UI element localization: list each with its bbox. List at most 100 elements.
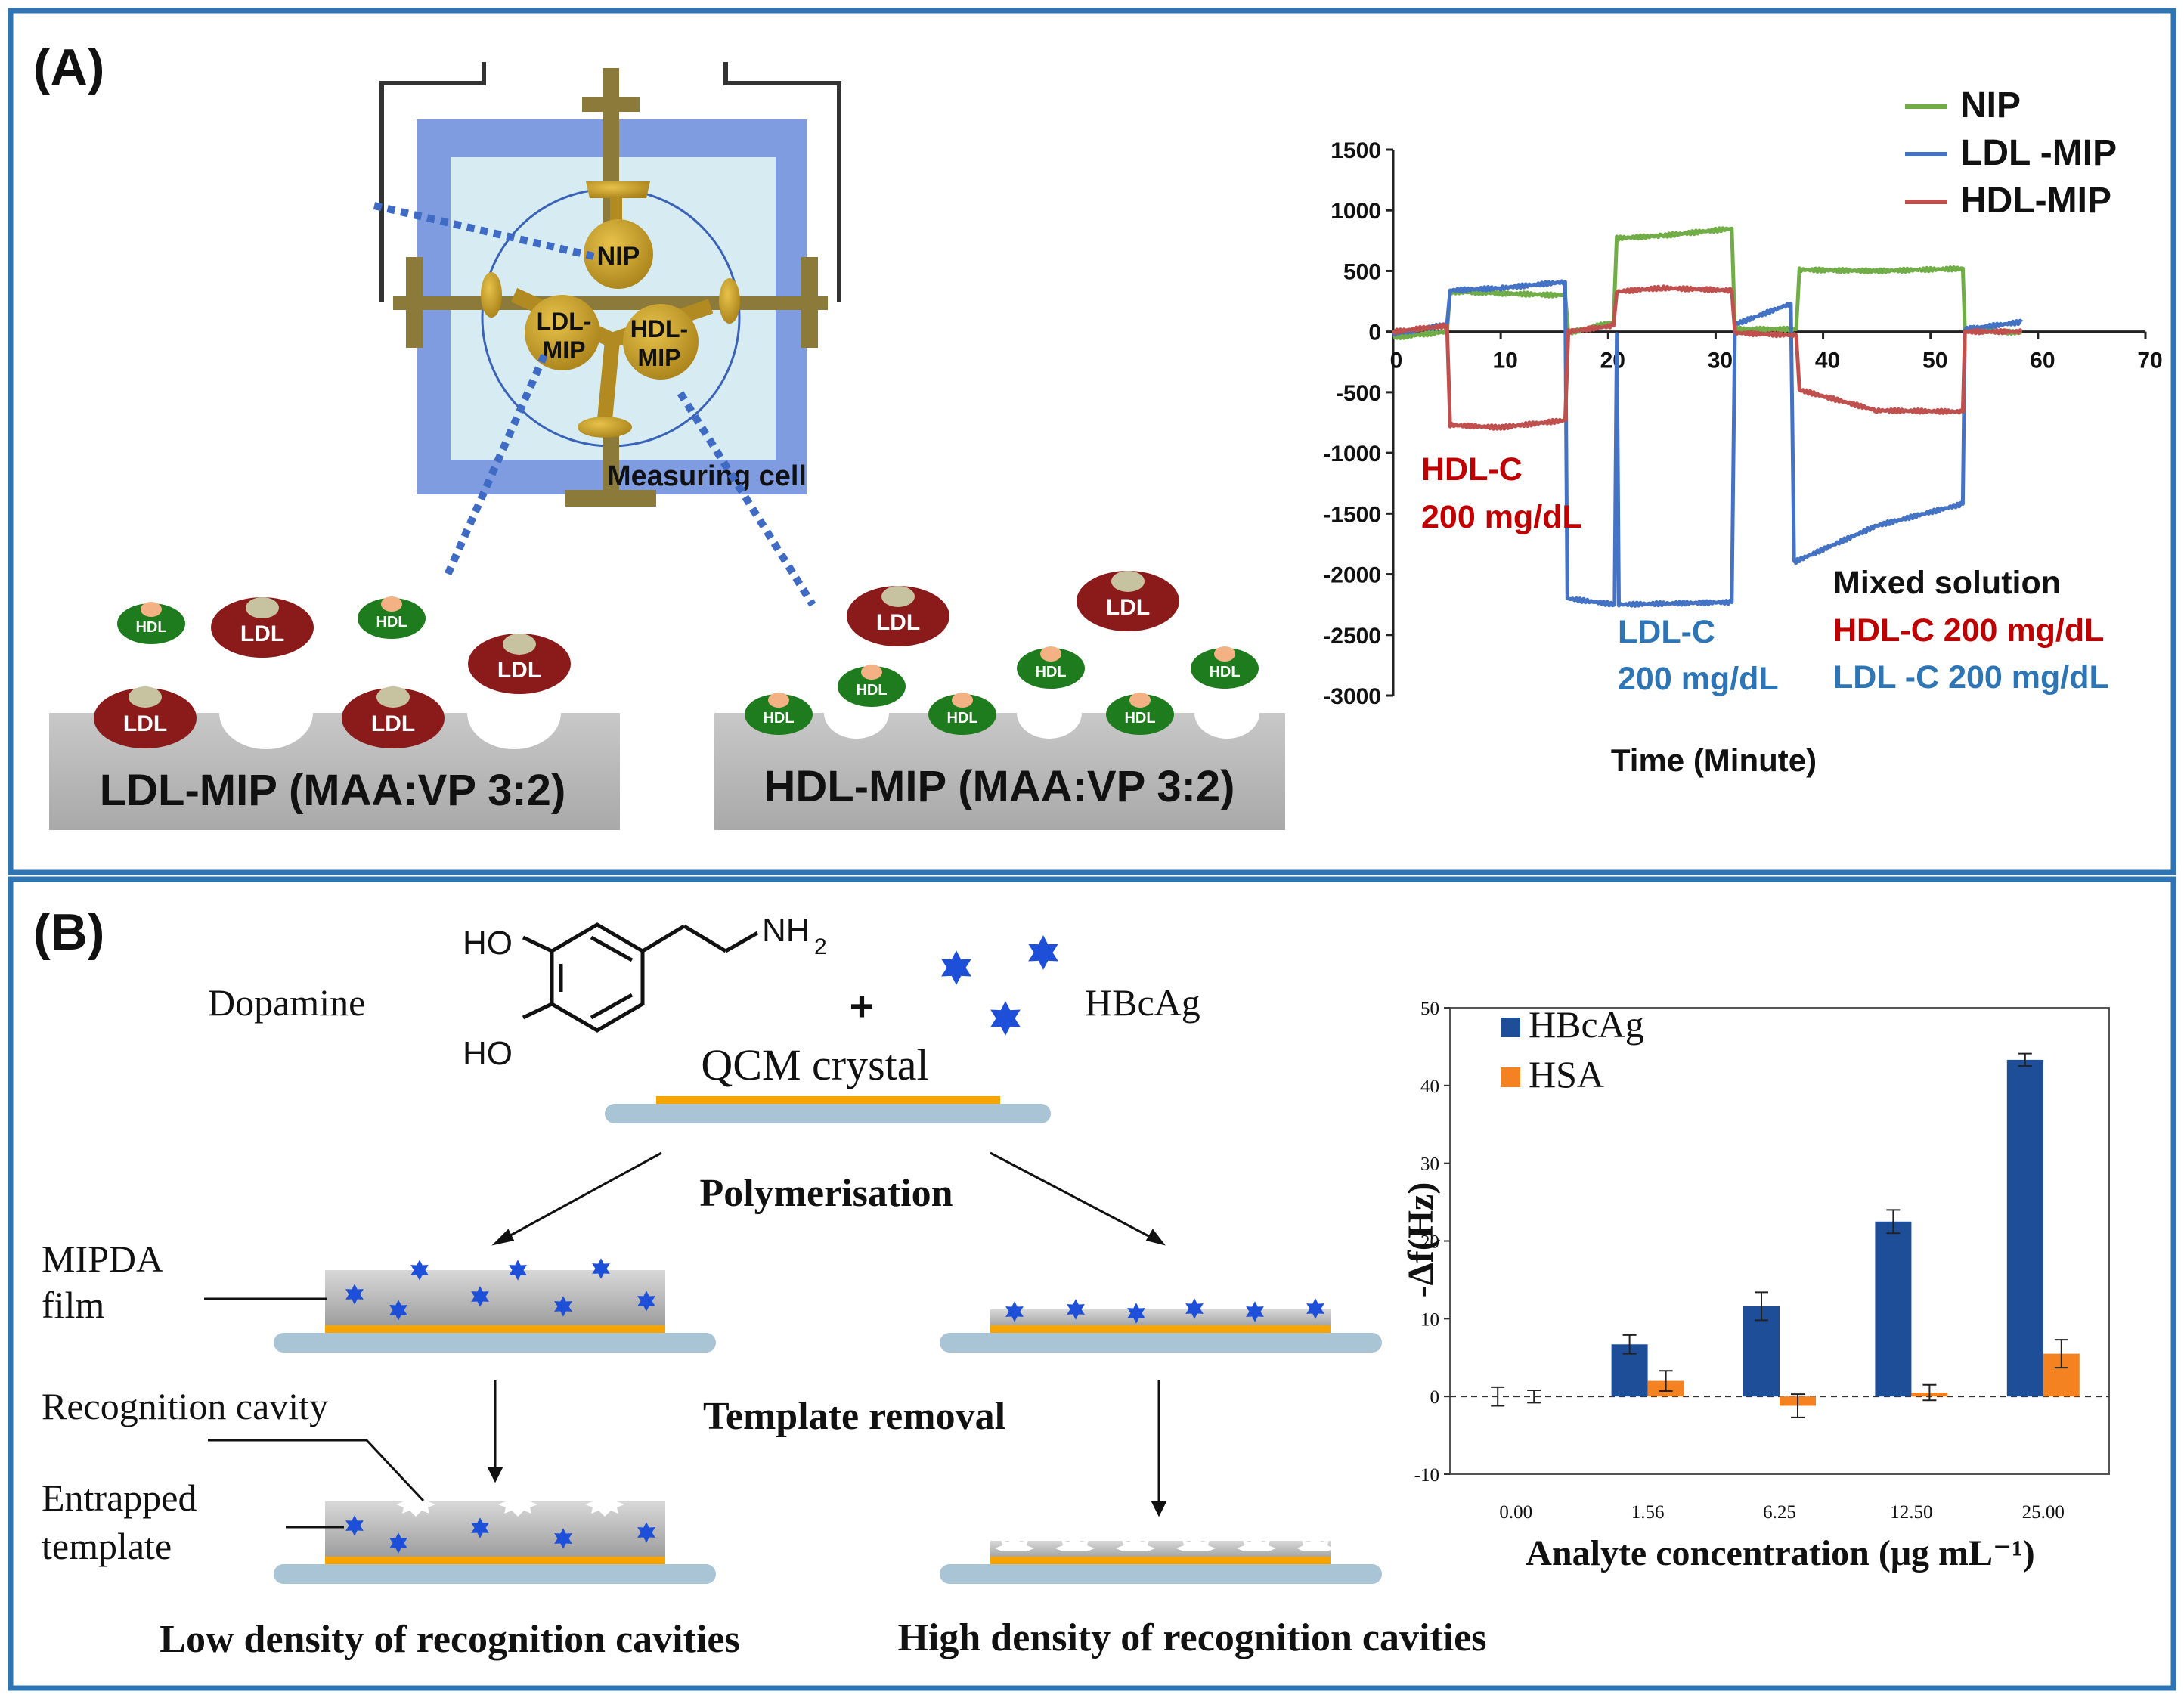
bar-hbcag <box>1875 1221 1912 1397</box>
svg-text:HDL: HDL <box>856 682 887 699</box>
measuring-cell-caption: Measuring cell <box>607 460 807 492</box>
hbcag-star <box>941 950 971 985</box>
plus-sign: + <box>850 982 875 1030</box>
mipda-label-1: MIPDA <box>42 1238 163 1280</box>
ldl-particle: LDL <box>211 597 314 658</box>
svg-text:LDL: LDL <box>1106 595 1150 620</box>
x-tick-label: 0.00 <box>1499 1502 1532 1523</box>
svg-text:LDL: LDL <box>240 621 284 646</box>
panel-b-frame <box>8 876 2176 1691</box>
annotation-mixed-1: Mixed solution <box>1833 565 2061 601</box>
bar-hbcag <box>2006 1059 2043 1397</box>
svg-text:LDL: LDL <box>371 711 415 736</box>
electrode-left-pad <box>481 272 502 318</box>
x-axis-label: Analyte concentration (μg mL⁻¹) <box>1526 1533 2035 1573</box>
recognition-cavity-pointer <box>208 1439 425 1502</box>
thick-film-after-removal <box>274 1491 716 1584</box>
ldl-mip-substrate <box>49 713 620 830</box>
hdl-particle: HDL <box>117 602 185 644</box>
hdl-particle: HDL <box>358 596 426 639</box>
connector-bar-horizontal <box>393 296 828 310</box>
ldl-mip-surface: LDL-MIP (MAA:VP 3:2) <box>49 713 620 830</box>
y-tick-label: -1500 <box>1323 502 1381 527</box>
connector-bottom <box>603 423 619 499</box>
y-tick-label: 40 <box>1420 1077 1439 1097</box>
x-tick-label: 70 <box>2137 349 2162 373</box>
svg-text:HDL: HDL <box>135 619 166 636</box>
entrapped-label-2: template <box>42 1525 172 1567</box>
y-tick-label: 0 <box>1368 321 1381 345</box>
electrode-right-pad <box>719 278 740 324</box>
y-tick-label: 1000 <box>1331 199 1381 224</box>
y-tick-label: 50 <box>1420 999 1439 1019</box>
y-tick-label: 0 <box>1430 1387 1440 1408</box>
connector-left <box>406 257 423 348</box>
molecule-nh: NH <box>762 912 810 949</box>
y-tick-label: 20 <box>1420 1232 1439 1253</box>
series-line-ldl-mip <box>1392 279 2023 608</box>
molecule-ho-bottom: HO <box>463 1035 513 1072</box>
connector-bottom-cap <box>565 490 656 507</box>
hdl-particle: HDL <box>838 665 906 707</box>
annotation-ldl-c-2: 200 mg/dL <box>1618 661 1779 697</box>
ldl-particle: LDL <box>1077 571 1179 631</box>
annotation-ldl-c-1: LDL-C <box>1618 614 1715 650</box>
dopamine-structure <box>522 922 759 1033</box>
y-tick-label: -3000 <box>1323 684 1381 709</box>
x-tick-label: 0 <box>1390 349 1403 373</box>
y-tick-label: -500 <box>1336 381 1381 406</box>
x-tick-label: 25.00 <box>2022 1502 2065 1523</box>
zoom-line-nip <box>373 202 599 261</box>
series-line-hdl-mip <box>1391 284 2024 431</box>
electrode-label-ldl-1: LDL- <box>537 308 592 335</box>
hdl-particle: HDL <box>928 693 996 735</box>
electrode-ldl-mip <box>525 295 600 370</box>
x-tick-label: 40 <box>1815 349 1840 373</box>
annotation-hdl-c-2: 200 mg/dL <box>1421 499 1582 535</box>
y-tick-label: -2500 <box>1323 624 1381 649</box>
hdl-mip-surface: HDL-MIP (MAA:VP 3:2) <box>714 713 1285 830</box>
hdl-particle: HDL <box>1106 693 1174 735</box>
legend-swatch <box>1501 1018 1520 1037</box>
panel-a: (A) NIP LDL- <box>8 8 2176 875</box>
entrapped-label-1: Entrapped <box>42 1476 197 1519</box>
hbcag-star <box>990 1001 1021 1036</box>
legend-label: HBcAg <box>1529 1003 1644 1046</box>
electrode-label-hdl-1: HDL- <box>630 315 688 342</box>
ldl-particle: LDL <box>342 686 445 748</box>
svg-text:HDL: HDL <box>1124 710 1155 727</box>
x-tick-label: 10 <box>1492 349 1517 373</box>
panel-b: (B) Dopamine HO HO NH 2 + HBcAg QCM crys… <box>8 876 2176 1691</box>
hbcag-star <box>1028 935 1058 970</box>
svg-text:LDL: LDL <box>497 658 541 683</box>
connector-top-cap <box>582 97 640 112</box>
qcm-gold-electrode <box>656 1096 1000 1105</box>
mipda-label-2: film <box>42 1284 104 1326</box>
x-tick-label: 50 <box>1922 349 1947 373</box>
electrode-label-nip: NIP <box>597 242 640 271</box>
svg-text:HDL: HDL <box>376 614 407 631</box>
annotation-mixed-2: HDL-C 200 mg/dL <box>1833 612 2104 649</box>
panel-a-frame <box>8 8 2176 875</box>
legend-label: NIP <box>1960 85 2021 125</box>
y-tick-label: 500 <box>1343 259 1381 284</box>
molecule-ho-top: HO <box>463 925 513 962</box>
hdl-mip-substrate <box>714 713 1285 830</box>
y-tick-label: 10 <box>1420 1309 1439 1330</box>
dopamine-label: Dopamine <box>208 981 365 1024</box>
electrode-top-pad <box>586 181 650 198</box>
high-density-caption: High density of recognition cavities <box>897 1616 1486 1659</box>
x-tick-label: 6.25 <box>1763 1502 1796 1523</box>
x-tick-label: 60 <box>2030 349 2055 373</box>
y-tick-label: 30 <box>1420 1154 1439 1175</box>
ldl-mip-caption: LDL-MIP (MAA:VP 3:2) <box>100 766 566 815</box>
x-tick-label: 30 <box>1708 349 1733 373</box>
bar-hbcag <box>1743 1306 1780 1397</box>
molecule-nh-subscript: 2 <box>814 934 827 959</box>
thin-film-after-removal <box>940 1535 1382 1584</box>
hdl-particle: HDL <box>1191 646 1259 689</box>
y-axis-label: -Δf(Hz) <box>1401 1182 1441 1298</box>
svg-text:LDL: LDL <box>876 610 920 635</box>
ldl-particle: LDL <box>94 686 197 748</box>
